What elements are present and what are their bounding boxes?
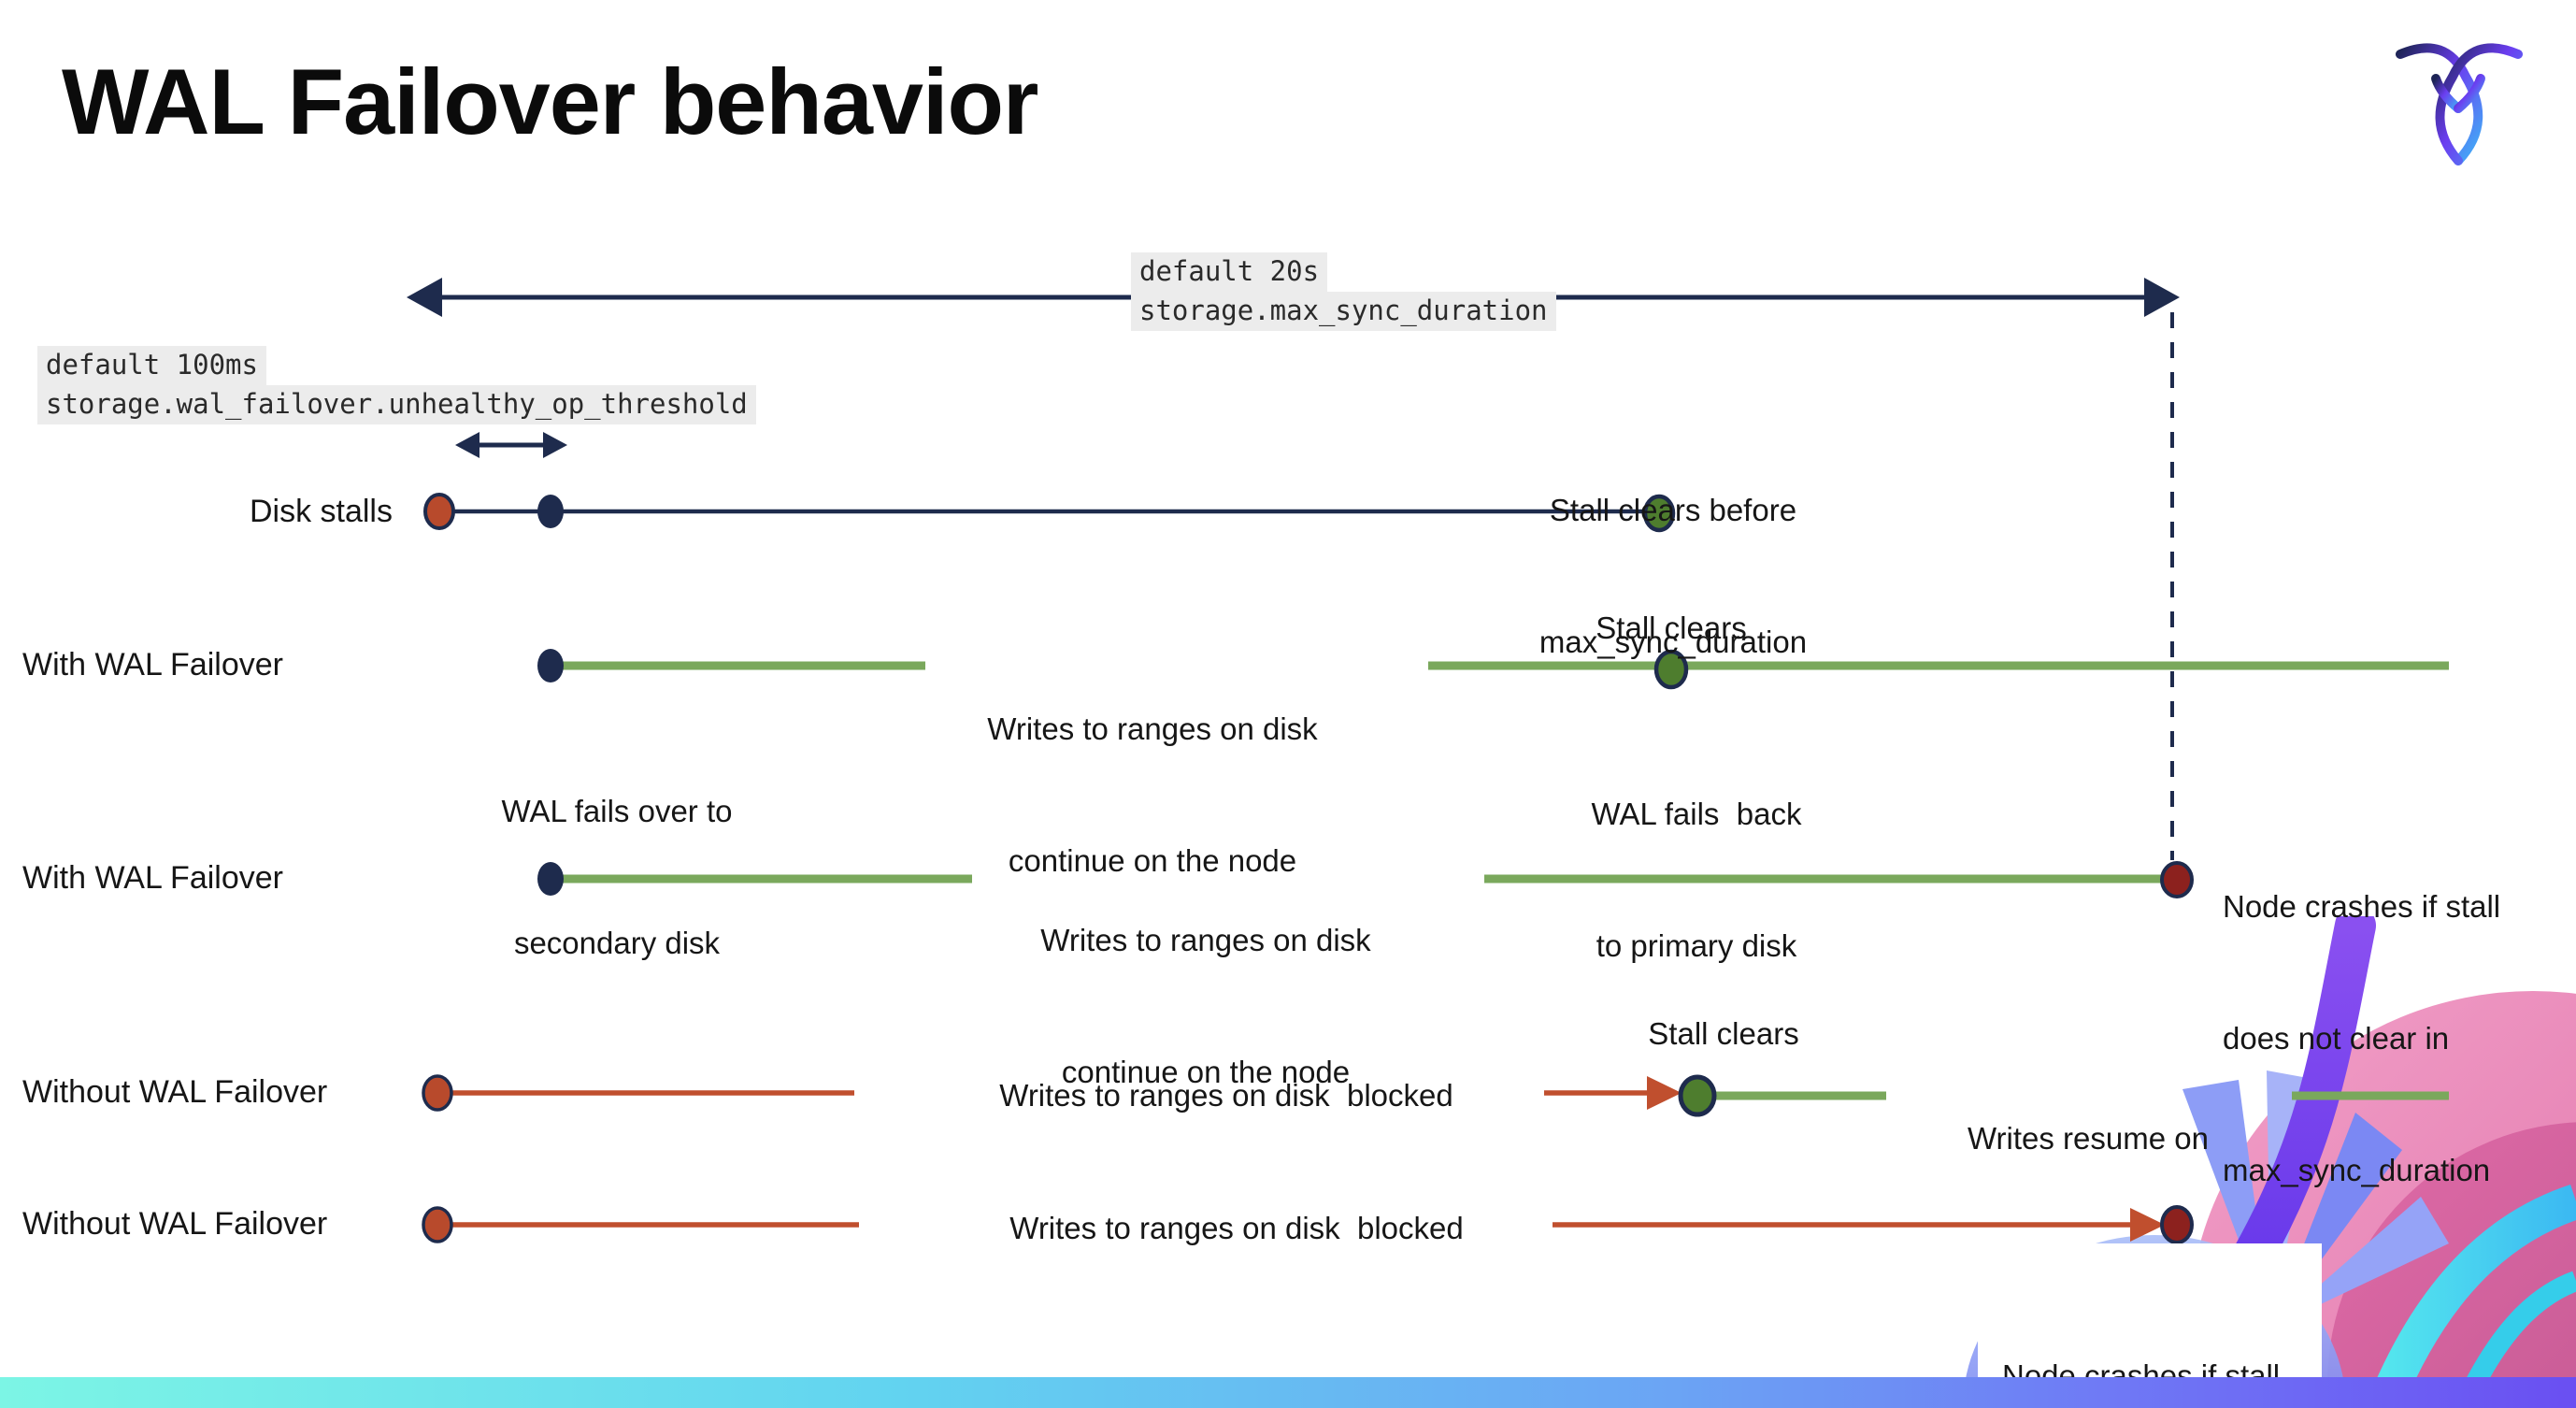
stall-start-dot	[422, 1074, 453, 1112]
row-label-without-wal-failover-2: Without WAL Failover	[22, 1206, 328, 1242]
wal-fails-over-note: WAL fails over to secondary disk	[501, 794, 733, 960]
red-arrowhead	[1647, 1076, 1682, 1110]
cockroachdb-logo	[2396, 43, 2523, 165]
writes-blocked-note-1: Writes to ranges on disk blocked	[999, 1078, 1453, 1113]
stall-clears-before-note: Stall clears before max_sync_duration	[1538, 493, 1808, 659]
arrowhead-left	[407, 278, 442, 317]
max-sync-duration-label: default 20s storage.max_sync_duration	[1131, 252, 1556, 331]
stall-start-dot	[422, 1206, 453, 1243]
page-title: WAL Failover behavior	[62, 50, 1038, 153]
unhealthy-op-threshold-arrow	[455, 432, 567, 458]
node-crash-dot	[2160, 861, 2194, 898]
stall-start-dot	[423, 493, 455, 530]
stall-clears-dot	[1678, 1074, 1717, 1117]
arrowhead-right	[2144, 278, 2180, 317]
wal-fails-back-note: WAL fails back to primary disk	[1591, 797, 1802, 963]
threshold-dot	[537, 495, 564, 528]
writes-continue-note-1: Writes to ranges on disk continue on the…	[987, 711, 1318, 878]
max-sync-default-value: default 20s	[1131, 252, 1328, 292]
node-crashes-note-1: Node crashes if stall does not clear in …	[2223, 889, 2501, 1187]
row-label-with-wal-failover-1: With WAL Failover	[22, 647, 283, 682]
stall-clears-note-2: Stall clears	[1648, 1016, 1799, 1051]
row-label-disk-stalls: Disk stalls	[249, 494, 393, 529]
row-label-with-wal-failover-2: With WAL Failover	[22, 860, 283, 896]
footer-gradient-bar	[0, 1377, 2576, 1408]
stall-clears-note-1: Stall clears	[1596, 611, 1747, 645]
unhealthy-op-threshold-label: default 100ms storage.wal_failover.unhea…	[37, 346, 756, 424]
max-sync-setting-name: storage.max_sync_duration	[1131, 292, 1556, 331]
threshold-setting-name: storage.wal_failover.unhealthy_op_thresh…	[37, 385, 756, 424]
writes-blocked-note-2: Writes to ranges on disk blocked	[1009, 1211, 1464, 1245]
threshold-default-value: default 100ms	[37, 346, 266, 385]
writes-continue-note-2: Writes to ranges on disk continue on the…	[1040, 923, 1371, 1089]
failover-dot	[537, 649, 564, 682]
row-label-without-wal-failover-1: Without WAL Failover	[22, 1074, 328, 1110]
